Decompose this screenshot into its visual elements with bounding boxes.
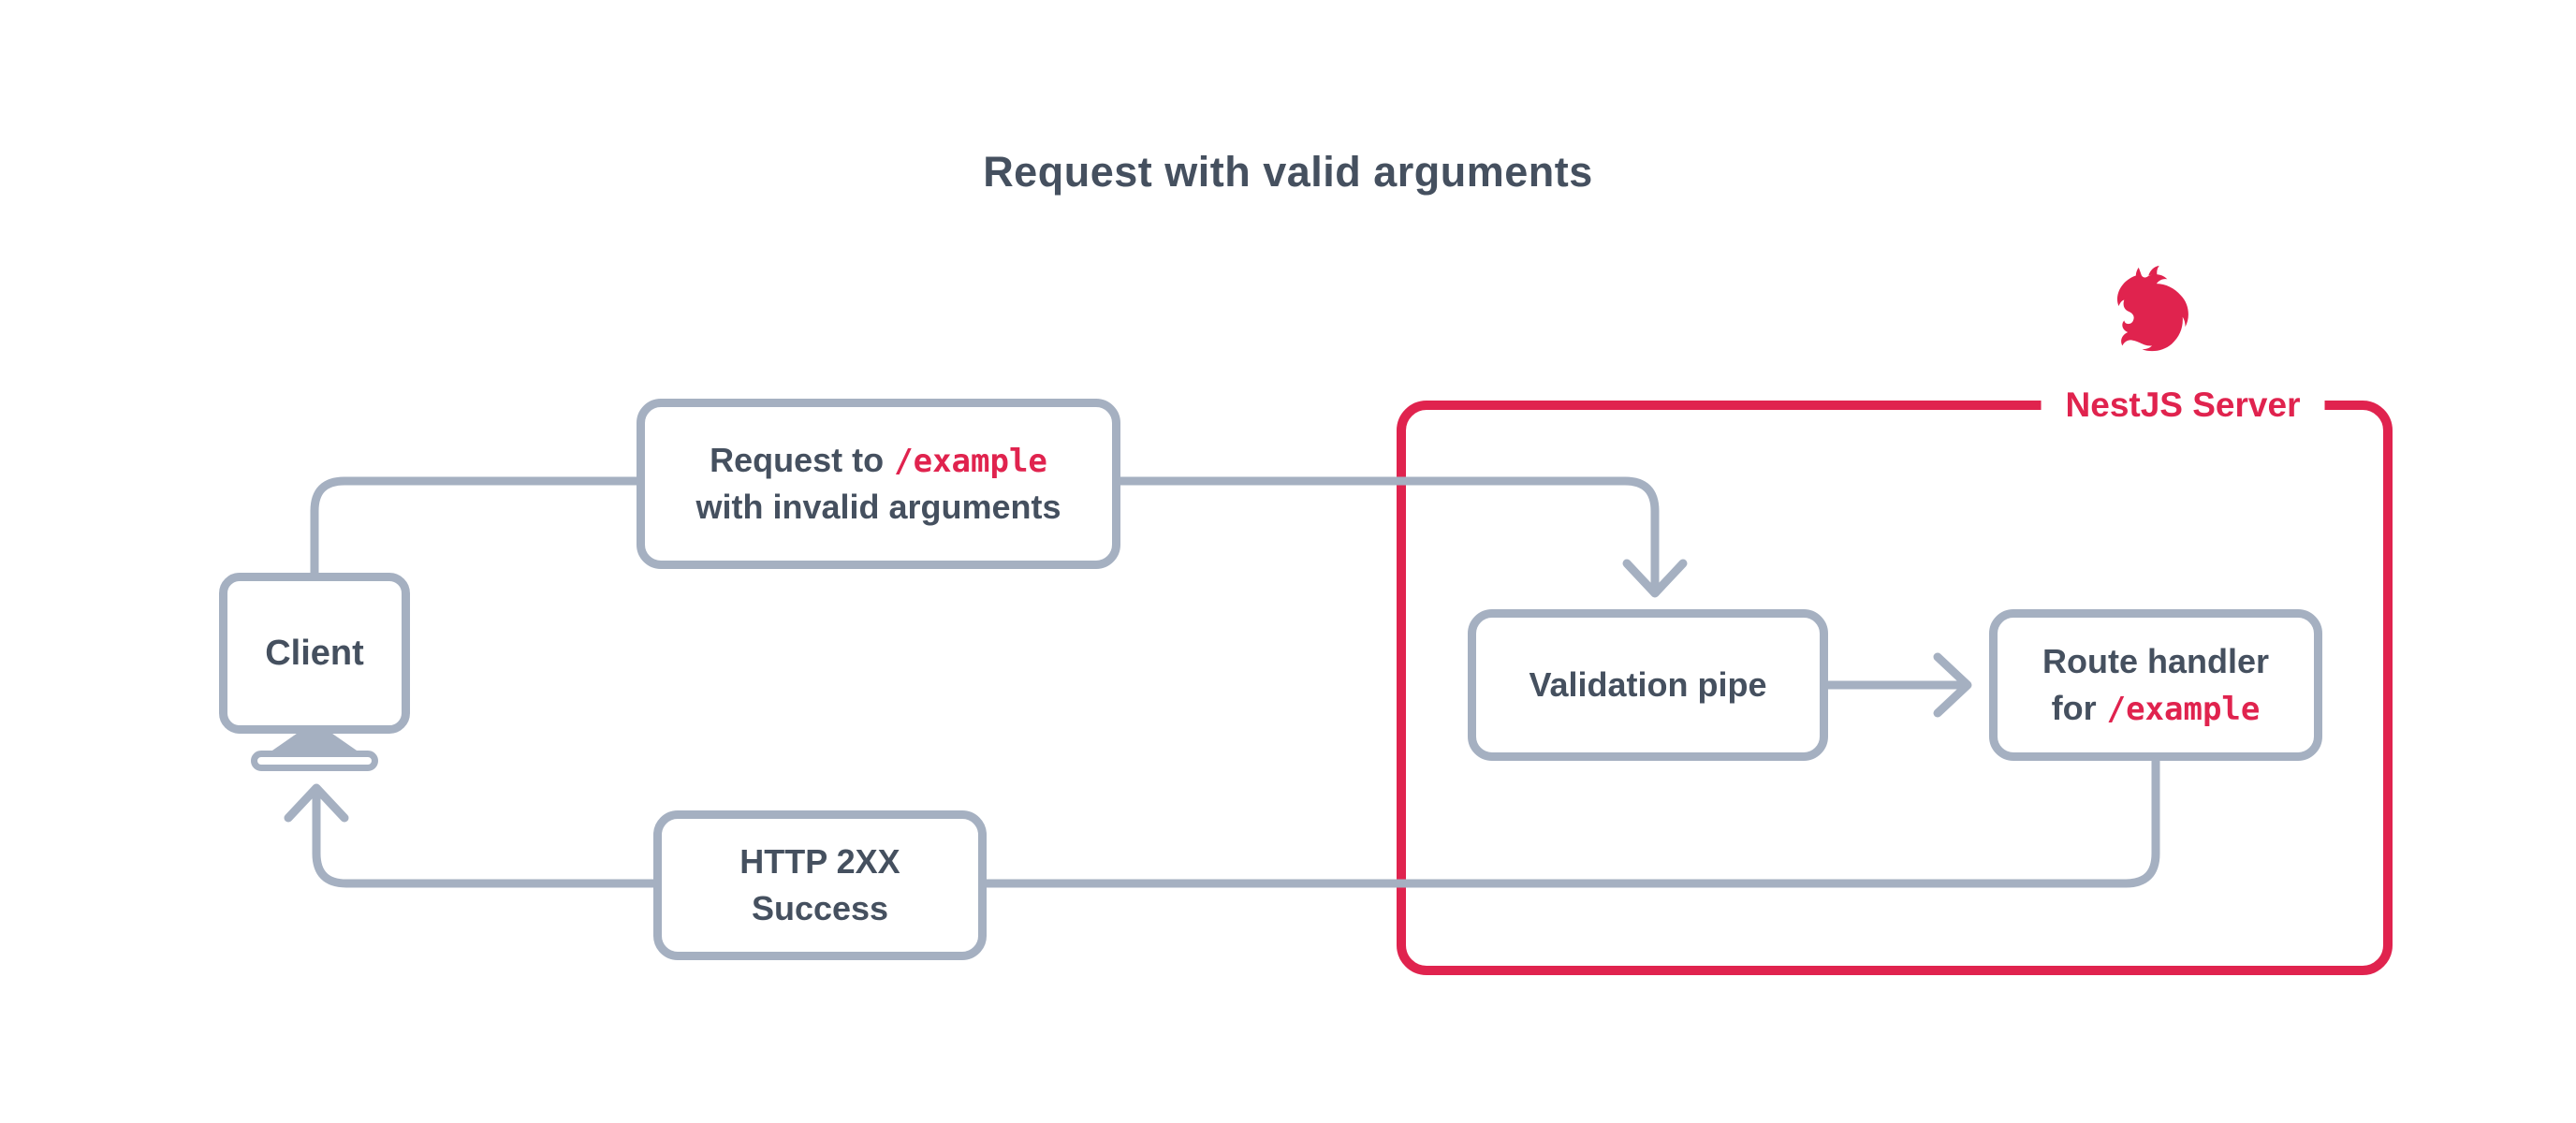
route-handler-line1: Route handler xyxy=(2042,642,2269,681)
request-box-line2: with invalid arguments xyxy=(695,488,1061,527)
http-response-box: HTTP 2XX Success xyxy=(653,810,987,960)
request-path-code: /example xyxy=(894,443,1047,481)
route-handler-line2: for/example xyxy=(2052,685,2261,732)
nestjs-server-container xyxy=(1397,401,2393,975)
monitor-stand-icon xyxy=(270,732,359,752)
arrowhead-into-route xyxy=(1933,652,1972,718)
route-handler-prefix: for xyxy=(2051,688,2097,727)
validation-pipe-box: Validation pipe xyxy=(1468,609,1828,761)
request-box: Request to/example with invalid argument… xyxy=(637,399,1120,569)
route-path-code: /example xyxy=(2106,690,2261,728)
arrowhead-into-client xyxy=(284,783,349,823)
arrow-client-to-request xyxy=(310,476,643,581)
validation-pipe-label: Validation pipe xyxy=(1529,665,1767,705)
request-box-line1: Request to/example xyxy=(710,437,1047,484)
diagram-title: Request with valid arguments xyxy=(983,148,1593,196)
arrow-request-to-validation xyxy=(1114,476,1660,592)
route-handler-box: Route handler for/example xyxy=(1989,609,2322,761)
arrow-route-to-client xyxy=(312,753,2160,888)
client-label: Client xyxy=(265,633,364,673)
nestjs-logo-icon xyxy=(2109,264,2199,354)
client-node: Client xyxy=(219,573,410,734)
arrowhead-into-validation xyxy=(1622,559,1688,598)
monitor-base-icon xyxy=(251,751,378,771)
request-box-prefix: Request to xyxy=(710,441,885,480)
http-response-line1: HTTP 2XX xyxy=(739,842,900,882)
nestjs-server-label: NestJS Server xyxy=(2041,384,2325,427)
http-response-line2: Success xyxy=(751,889,889,927)
